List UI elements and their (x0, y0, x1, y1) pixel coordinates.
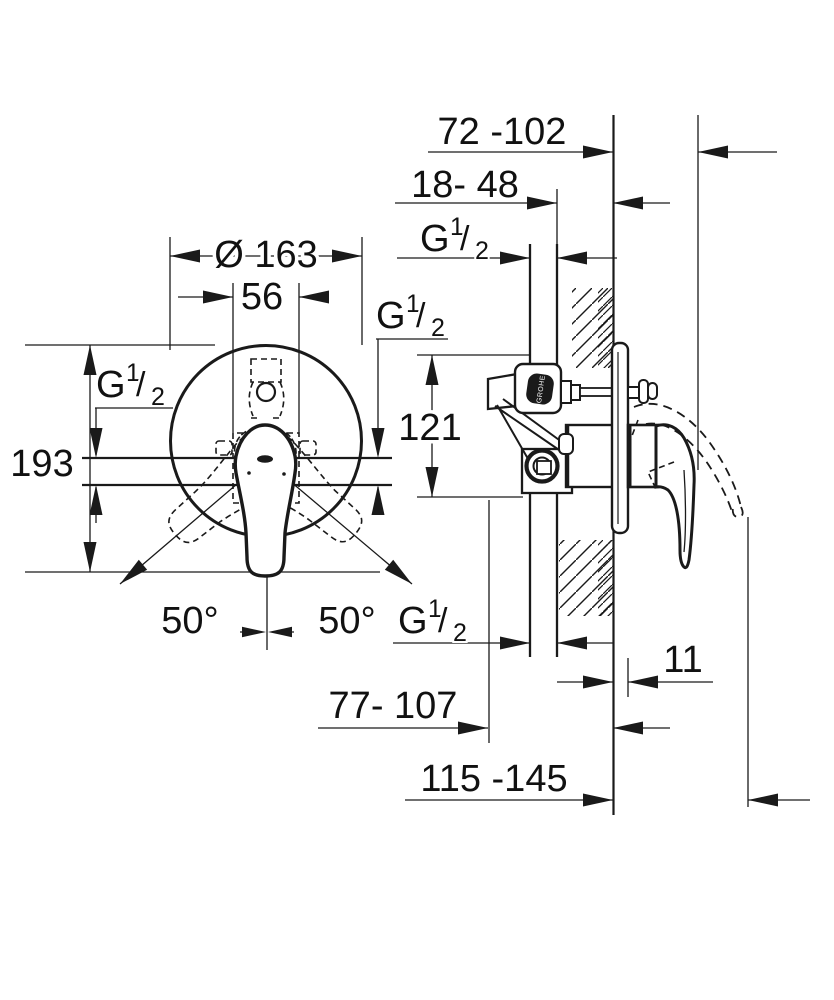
svg-text:1: 1 (126, 359, 140, 387)
concealed-body-dashed (215, 358, 317, 504)
cartridge-screw (255, 381, 277, 403)
svg-text:2: 2 (151, 383, 165, 411)
svg-text:G: G (398, 600, 428, 642)
front-view (82, 344, 392, 578)
thread-label-top-side: G 1 / 2 (418, 211, 491, 267)
dim-angle-left: 50° (161, 600, 218, 642)
svg-text:/: / (460, 220, 470, 258)
lever-handle-front (233, 423, 298, 578)
svg-text:2: 2 (475, 237, 489, 265)
thread-label-front-right: G 1 / 2 (374, 288, 447, 344)
dim-depth-mid: 77- 107 (329, 685, 458, 727)
svg-text:GROHE: GROHE (536, 375, 547, 404)
wall-hatch (559, 288, 613, 616)
dim-depth-total: 115 -145 (420, 758, 567, 800)
bottom-connection-pipe (528, 493, 559, 657)
escutcheon-side (610, 341, 630, 535)
svg-text:1: 1 (406, 290, 420, 318)
dim-outlet-spacing: 121 (398, 407, 461, 449)
svg-text:2: 2 (453, 619, 467, 647)
dimension-labels: 72 -102 18- 48 Ø 163 56 193 121 50° 50° … (7, 108, 706, 804)
valve-body-side: GROHE (486, 362, 615, 495)
svg-text:G: G (420, 218, 450, 260)
dim-rough-in: 18- 48 (411, 164, 519, 206)
lever-raised-dashed (629, 402, 744, 518)
inner-plate-dashed (232, 432, 300, 504)
thread-label-bottom-side: G 1 / 2 (396, 593, 469, 649)
svg-text:1: 1 (428, 595, 442, 623)
svg-text:G: G (376, 295, 406, 337)
svg-text:G: G (96, 364, 126, 406)
svg-text:/: / (438, 602, 448, 640)
dim-wall-offset-top: 72 -102 (438, 111, 567, 153)
grohe-logo: GROHE (526, 373, 554, 405)
cartridge-housing-back (564, 423, 615, 489)
dim-plate-thickness: 11 (663, 639, 702, 681)
svg-text:2: 2 (431, 314, 445, 342)
thread-label-front-left: G 1 / 2 (94, 357, 167, 413)
dim-overall-height: 193 (10, 443, 73, 485)
dim-inner-width: 56 (241, 276, 283, 318)
svg-text:1: 1 (450, 213, 464, 241)
dim-plate-diameter: Ø 163 (214, 234, 318, 276)
dim-angle-right: 50° (318, 600, 375, 642)
side-view: GROHE (486, 115, 744, 815)
mounting-bolt (579, 387, 615, 397)
handle-logo-mark (257, 455, 273, 463)
dimension-lines (25, 115, 810, 807)
svg-text:/: / (136, 366, 146, 404)
top-connection-pipe (528, 244, 559, 372)
lever-handle-side (654, 423, 696, 570)
svg-text:/: / (416, 297, 426, 335)
